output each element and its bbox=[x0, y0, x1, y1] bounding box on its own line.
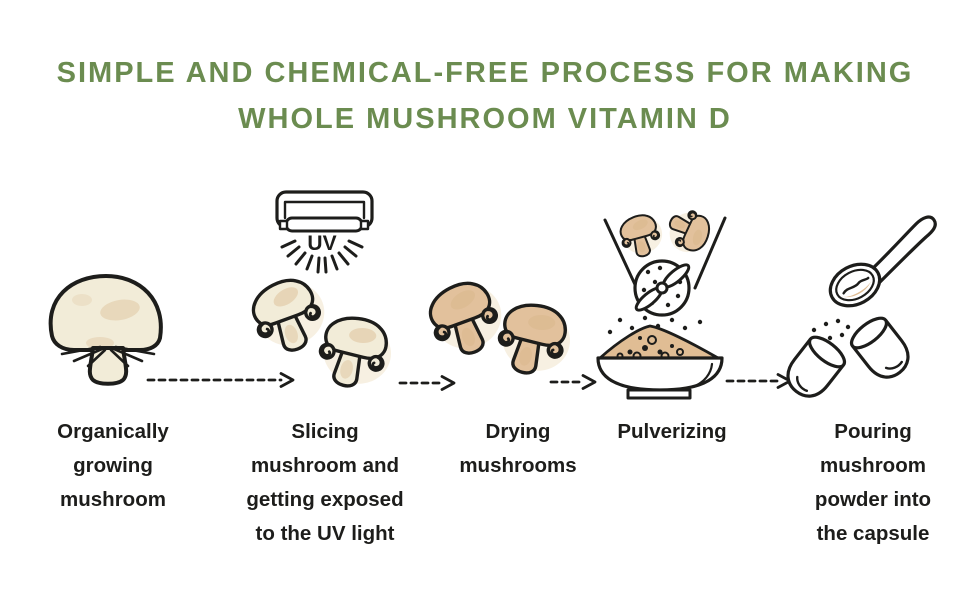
spoon-powder bbox=[840, 278, 872, 298]
dried-mushroom-slices-icon bbox=[420, 272, 579, 384]
uv-label: UV bbox=[307, 232, 336, 255]
flow-arrow-2 bbox=[398, 375, 456, 391]
powder-bowl-icon bbox=[596, 324, 724, 400]
uv-lamp-icon bbox=[275, 190, 374, 233]
flow-arrow-1 bbox=[146, 372, 295, 388]
grinder-icon bbox=[633, 259, 691, 317]
whole-mushroom-icon bbox=[48, 274, 163, 386]
funnel-icon bbox=[603, 216, 727, 293]
step-label-growing: Organically growing mushroom bbox=[57, 420, 169, 511]
mushroom-stem bbox=[87, 346, 129, 386]
step-label-pulverizing: Pulverizing bbox=[617, 420, 727, 443]
flow-arrow-3 bbox=[549, 374, 597, 390]
process-illustration: UV bbox=[48, 190, 937, 406]
flow-arrow-4 bbox=[725, 373, 792, 389]
pouring-powder-dots bbox=[811, 318, 851, 354]
funnel-slices bbox=[615, 203, 717, 262]
mushroom-slices-icon bbox=[243, 269, 400, 397]
uv-rays bbox=[280, 239, 364, 274]
spoon-icon bbox=[828, 215, 937, 308]
step-label-pouring: Pouring mushroom powder into the capsule bbox=[814, 420, 932, 545]
step-label-drying: Drying mushrooms bbox=[459, 420, 577, 477]
page-title: SIMPLE AND CHEMICAL-FREE PROCESS FOR MAK… bbox=[56, 57, 914, 135]
mushroom-gills bbox=[60, 345, 156, 368]
step-label-slicing-uv: Slicing mushroom and getting exposed to … bbox=[246, 420, 404, 545]
